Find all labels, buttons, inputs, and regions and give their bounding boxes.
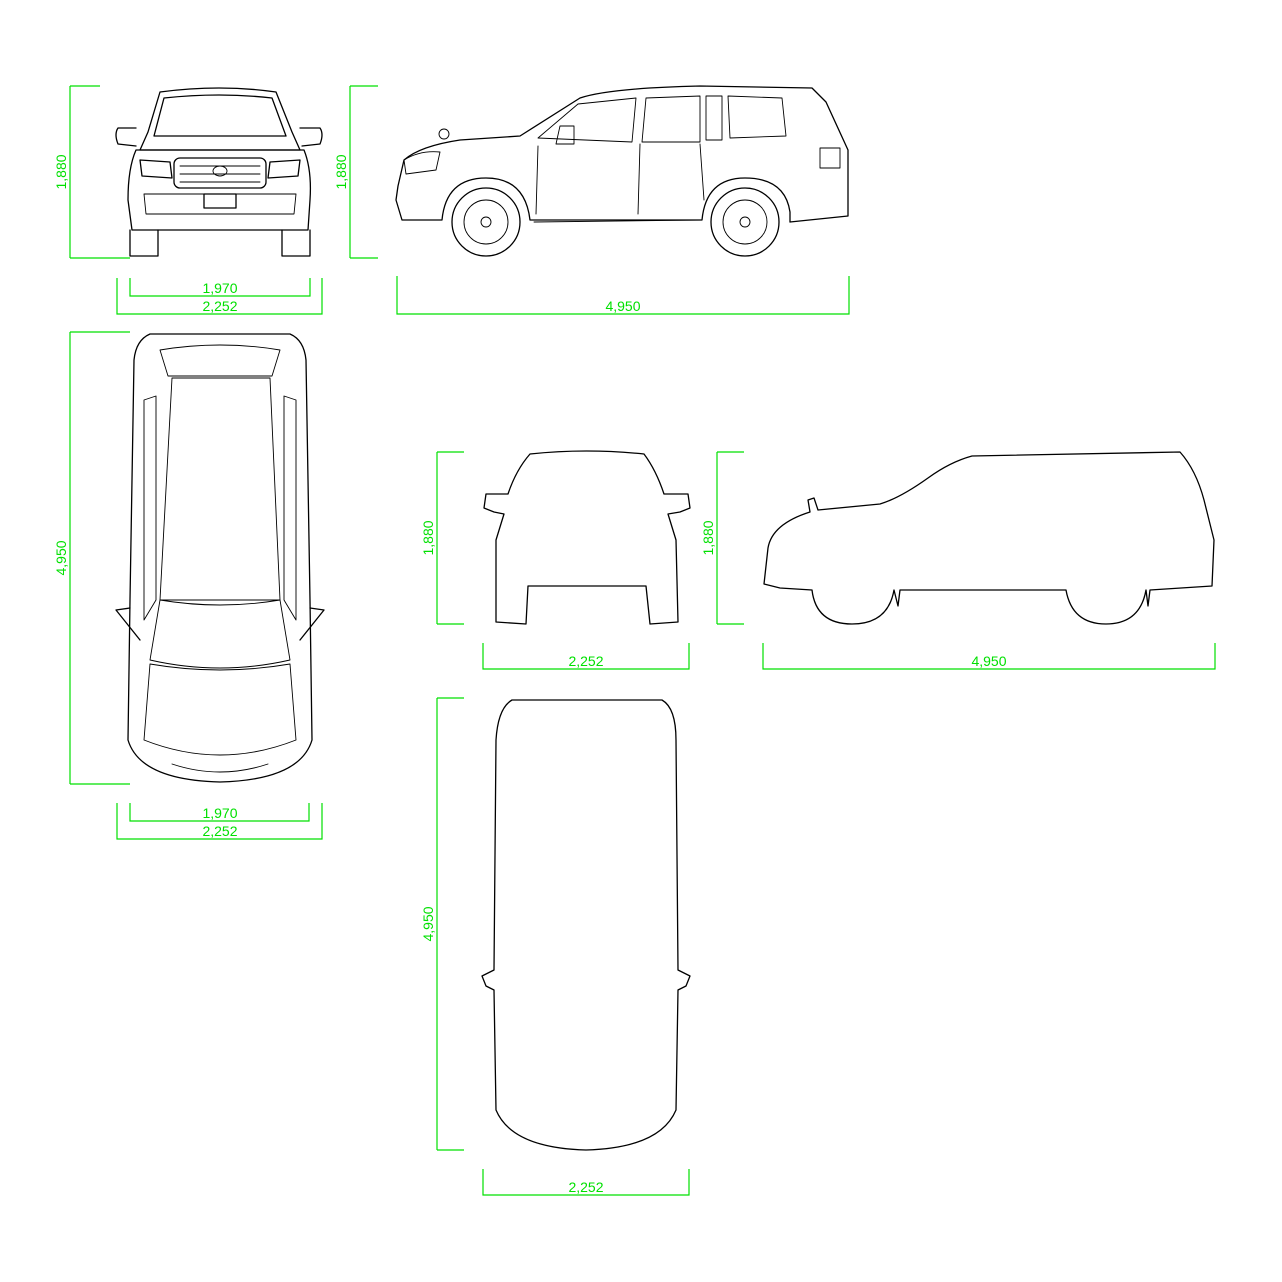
front-view-height-dimension: 1,880 <box>53 85 130 259</box>
side-view-body-outline <box>395 85 849 223</box>
side-silhouette-outline <box>763 451 1215 625</box>
top-view-outer-width-label: 2,252 <box>202 823 237 839</box>
front-view-width-dimensions: 1,970 2,252 <box>116 278 323 315</box>
front-view-body-outline <box>115 87 323 257</box>
front-silhouette-height-dimension: 1,880 <box>420 451 464 625</box>
front-view-height-label: 1,880 <box>53 154 69 189</box>
side-view-silhouette: 1,880 4,950 <box>700 451 1216 670</box>
top-view-length-dimension: 4,950 <box>53 331 130 785</box>
side-view-length-dimension: 4,950 <box>396 276 850 315</box>
side-view-height-dimension: 1,880 <box>333 85 378 259</box>
top-view-width-dimensions: 1,970 2,252 <box>116 803 323 840</box>
top-silhouette-outline <box>481 699 691 1151</box>
top-silhouette-width-dimension: 2,252 <box>482 1169 690 1196</box>
side-view-length-label: 4,950 <box>605 298 640 314</box>
top-silhouette-width-label: 2,252 <box>568 1179 603 1195</box>
side-view-wheels <box>451 187 780 257</box>
top-silhouette-length-label: 4,950 <box>420 906 436 941</box>
front-view-outer-width-label: 2,252 <box>202 298 237 314</box>
top-silhouette-length-dimension: 4,950 <box>420 697 464 1151</box>
top-view-detail: 4,950 1,970 2,252 <box>53 331 325 840</box>
front-silhouette-width-dimension: 2,252 <box>482 643 690 670</box>
front-view-inner-width-label: 1,970 <box>202 280 237 296</box>
side-silhouette-length-label: 4,950 <box>971 653 1006 669</box>
top-view-length-label: 4,950 <box>53 540 69 575</box>
front-silhouette-outline <box>483 450 691 625</box>
side-silhouette-length-dimension: 4,950 <box>762 643 1216 670</box>
side-silhouette-height-dimension: 1,880 <box>700 451 744 625</box>
side-view-height-label: 1,880 <box>333 154 349 189</box>
front-view-silhouette: 1,880 2,252 <box>420 450 691 670</box>
top-view-silhouette: 4,950 2,252 <box>420 697 691 1196</box>
top-view-inner-width-label: 1,970 <box>202 805 237 821</box>
side-silhouette-height-label: 1,880 <box>700 520 716 555</box>
front-view-detail: 1,880 1,970 2,252 <box>53 85 323 315</box>
top-view-body-outline <box>115 333 325 783</box>
side-view-detail: 1,880 4,950 <box>333 85 850 315</box>
front-silhouette-height-label: 1,880 <box>420 520 436 555</box>
front-silhouette-width-label: 2,252 <box>568 653 603 669</box>
